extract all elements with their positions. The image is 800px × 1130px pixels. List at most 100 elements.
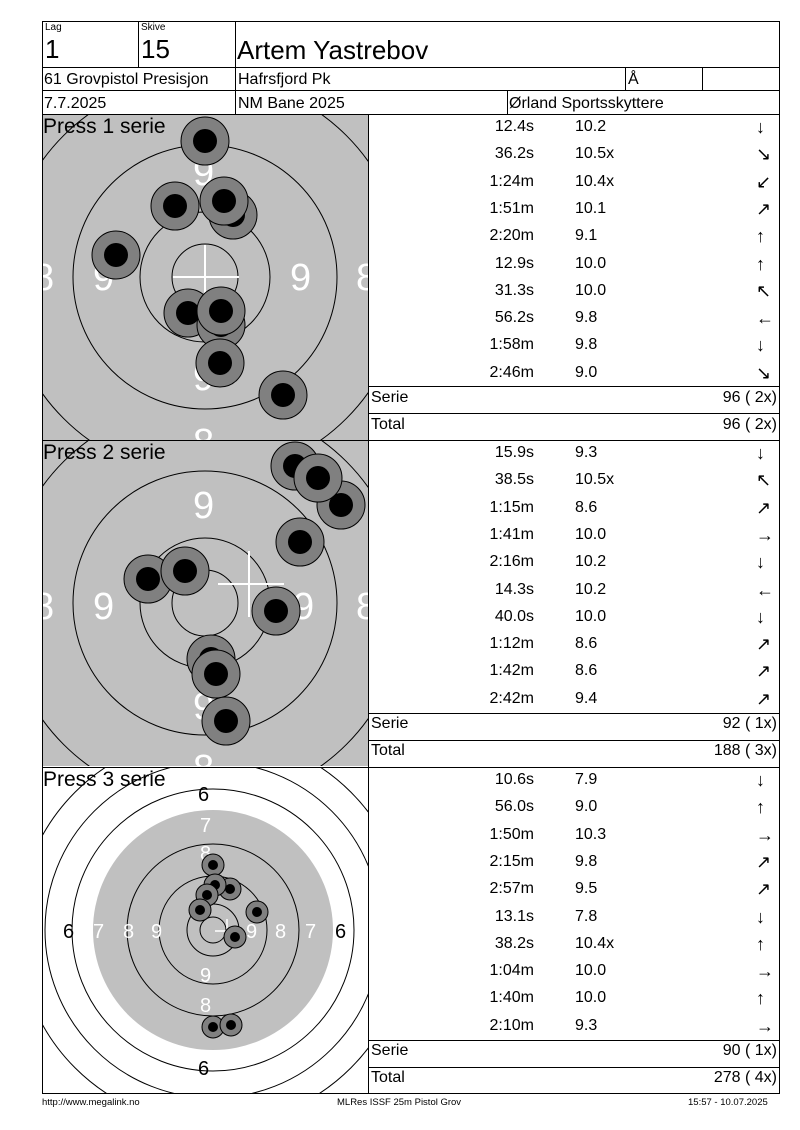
shot-direction-icon: ↗ [756,688,772,709]
shot-direction-icon: → [756,1015,774,1036]
target-ring [72,470,338,736]
bullet-hole [223,925,247,949]
ring-label-right: 9 [290,257,311,299]
shot-score: 9.0 [575,363,598,381]
shot-score: 9.4 [575,689,598,707]
shot-time: 56.0s [494,798,534,816]
shot-time: 2:10m [489,1016,534,1034]
total-label: Total [371,416,405,433]
shot-direction-icon: ← [756,308,774,329]
lag-label: Lag [45,22,62,33]
serie2-line [368,713,780,714]
total-label: Total [371,742,405,759]
shot-time: 1:04m [489,962,534,980]
serie-value: 92 ( 1x) [722,715,777,732]
shot-score: 8.6 [575,635,598,653]
shooter-name: Artem Yastrebov [237,35,429,65]
shot-direction-icon: ↓ [756,552,765,573]
shot-score: 10.0 [575,525,607,543]
shot-direction-icon: → [756,824,774,845]
club-name: Hafrsfjord Pk [238,71,331,88]
shot-time: 56.2s [494,309,534,327]
header-vline-org [507,90,508,114]
shot-score: 10.0 [575,281,607,299]
shot-time: 36.2s [494,145,534,163]
series-title-2: Press 2 serie [43,441,166,464]
border-bottom [42,1093,780,1094]
shot-time: 1:51m [489,199,534,217]
organizer-name: Ørland Sportsskyttere [509,95,664,112]
bullet-holes [91,116,308,420]
target-ring [44,768,368,1093]
header-divider-1 [42,67,780,68]
shot-time: 2:15m [489,852,534,870]
shot-time: 40.0s [494,607,534,625]
target-column-divider [368,114,369,1094]
shot-score: 9.8 [575,852,598,870]
target-label-8-bottom: 8 [193,748,214,766]
serie-value: 90 ( 1x) [722,1042,777,1059]
bullet-hole [123,554,173,604]
serie1-line [368,386,780,387]
shot-direction-icon: ↑ [756,253,765,274]
ring-label-6-left: 6 [63,921,74,943]
shot-direction-icon: ↗ [756,879,772,900]
bullet-hole [195,338,245,388]
border-top [42,21,780,22]
shot-score: 9.0 [575,798,598,816]
serie-value: 96 ( 2x) [722,389,777,406]
bullet-hole [245,900,269,924]
total-value: 188 ( 3x) [713,742,777,759]
serie-label: Serie [371,1042,409,1059]
bullet-hole [275,517,325,567]
bullet-hole [201,696,251,746]
target-label-8-bottom: 8 [193,422,214,440]
shot-direction-icon: ↓ [756,117,765,137]
shot-score: 9.8 [575,336,598,354]
bullet-hole [293,453,343,503]
target-press-2: 9 9 9 9 8 8 8 [43,441,368,766]
header-vline-extra2 [702,67,703,90]
extra-field: Å [628,71,639,88]
ring-label-9-left: 9 [151,921,162,943]
bullet-hole [180,116,230,166]
header-divider-2 [42,90,780,91]
ring-label-8-right: 8 [356,586,368,628]
ring-label-9-right: 9 [246,921,257,943]
shot-direction-icon: ↓ [756,443,765,463]
shot-time: 1:12m [489,635,534,653]
bullet-hole [191,649,241,699]
total1-line [368,413,780,414]
ring-label-6-bottom: 6 [198,1058,209,1080]
shot-score: 9.3 [575,444,598,461]
shot-time: 2:20m [489,227,534,245]
shot-time: 13.1s [494,907,534,925]
ring-label-8-bottom: 8 [200,995,211,1017]
shot-time: 1:15m [489,498,534,516]
shot-score: 10.4x [575,172,615,190]
shot-direction-icon: ↓ [756,606,765,627]
shot-time: 1:42m [489,662,534,680]
target-press-3: 6 6 6 6 7 7 7 8 8 8 8 9 9 9 [43,768,368,1093]
shot-time: 38.5s [494,471,534,489]
total-label: Total [371,1069,405,1086]
shot-time: 14.3s [494,580,534,598]
shot-direction-icon: ↑ [756,988,765,1009]
target-ring [71,788,355,1072]
shot-score: 10.3 [575,825,607,843]
serie-label: Serie [371,389,409,406]
shot-time: 2:57m [489,880,534,898]
shot-score: 9.8 [575,309,598,327]
shot-score: 10.5x [575,471,615,489]
shot-direction-icon: ↑ [756,797,765,818]
shot-time: 2:46m [489,363,534,381]
shot-score: 10.2 [575,580,607,598]
shot-score: 10.5x [575,145,615,163]
bullet-hole [150,181,200,231]
event-date: 7.7.2025 [44,95,107,112]
ring-label-7-left: 7 [93,921,104,943]
total-value: 278 ( 4x) [713,1069,777,1086]
shot-score: 9.1 [575,227,598,245]
shot-direction-icon: ↘ [756,362,772,383]
footer-url[interactable]: http://www.megalink.no [42,1097,140,1108]
